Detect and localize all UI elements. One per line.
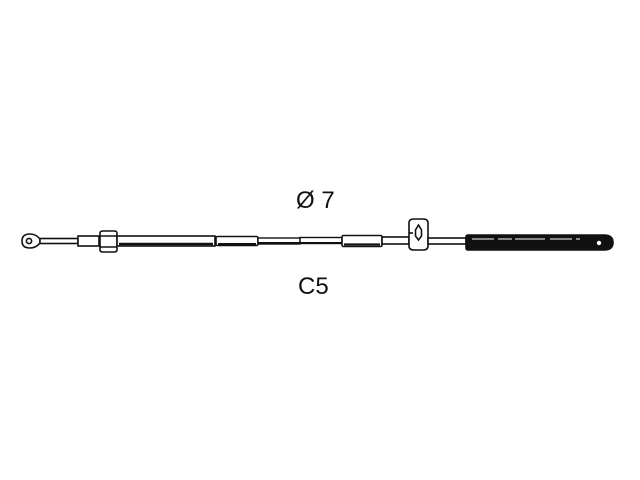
handle-icon — [465, 234, 614, 251]
rod — [381, 236, 410, 245]
end-rod — [39, 237, 79, 245]
diameter-label: Ø 7 — [296, 187, 335, 214]
inner-cable — [257, 236, 343, 245]
outer-tube — [116, 235, 216, 247]
clamp-block-icon — [408, 218, 429, 251]
eyelet-end-icon — [21, 233, 41, 249]
push-rod — [427, 237, 467, 245]
hex-nut-icon — [99, 230, 118, 253]
ferrule — [77, 235, 100, 247]
model-code-label: C5 — [298, 273, 329, 300]
